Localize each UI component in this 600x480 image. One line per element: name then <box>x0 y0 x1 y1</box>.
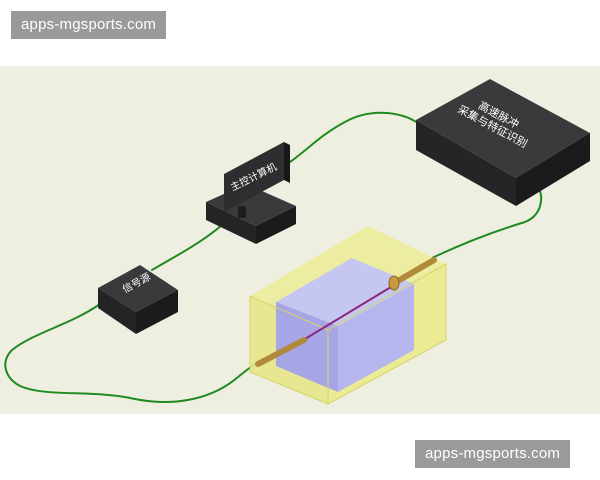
liquid-top <box>276 258 414 326</box>
host-base-front <box>206 202 256 244</box>
host-monitor-screen <box>224 142 284 212</box>
cable-probe-to-acquisition <box>431 185 543 259</box>
host-monitor-stand <box>238 206 246 218</box>
host-computer: 主控计算机 <box>206 142 296 244</box>
acquisition-box-top <box>416 79 590 178</box>
signal-source-front <box>98 288 136 334</box>
probe-left-sleeve <box>255 337 307 367</box>
liquid-right <box>338 284 414 392</box>
cables <box>4 111 543 403</box>
probe-right-sleeve <box>393 257 437 285</box>
probe-coupler <box>388 275 400 291</box>
cable-host-to-signal-source <box>151 224 223 271</box>
cable-acquisition-to-host <box>289 111 425 163</box>
watermark-bottom: apps-mgsports.com <box>415 440 571 468</box>
signal-source-side <box>136 290 178 334</box>
liquid-left <box>276 302 338 392</box>
cable-signal-source-to-probe <box>4 303 263 403</box>
signal-source-top <box>98 265 178 312</box>
host-monitor-edge <box>284 142 290 183</box>
acquisition-box-front <box>416 120 516 206</box>
container-right-outline <box>327 263 447 405</box>
acquisition-box-side <box>516 133 590 206</box>
host-base-side <box>256 206 296 244</box>
acquisition-box: 高速脉冲 采集与特征识别 <box>416 79 590 206</box>
watermark-top: apps-mgsports.com <box>11 11 167 39</box>
probe <box>255 257 437 367</box>
probe-wire <box>299 283 397 343</box>
signal-source: 信号源 <box>98 265 178 334</box>
